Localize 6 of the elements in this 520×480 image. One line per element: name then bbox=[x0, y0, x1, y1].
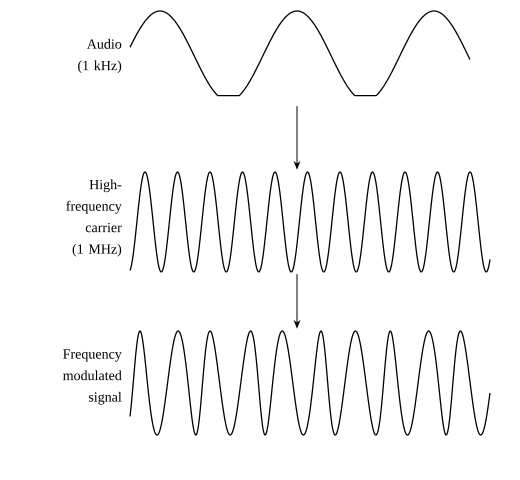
wave-label: Audio (1 kHz) bbox=[78, 38, 122, 74]
picture bbox=[129, 10, 471, 96]
wave-label: Frequency modulated signal bbox=[63, 349, 122, 405]
picture bbox=[129, 330, 491, 436]
wave-label: High-frequency carrier (1 MHz) bbox=[66, 179, 122, 257]
picture bbox=[129, 171, 490, 273]
